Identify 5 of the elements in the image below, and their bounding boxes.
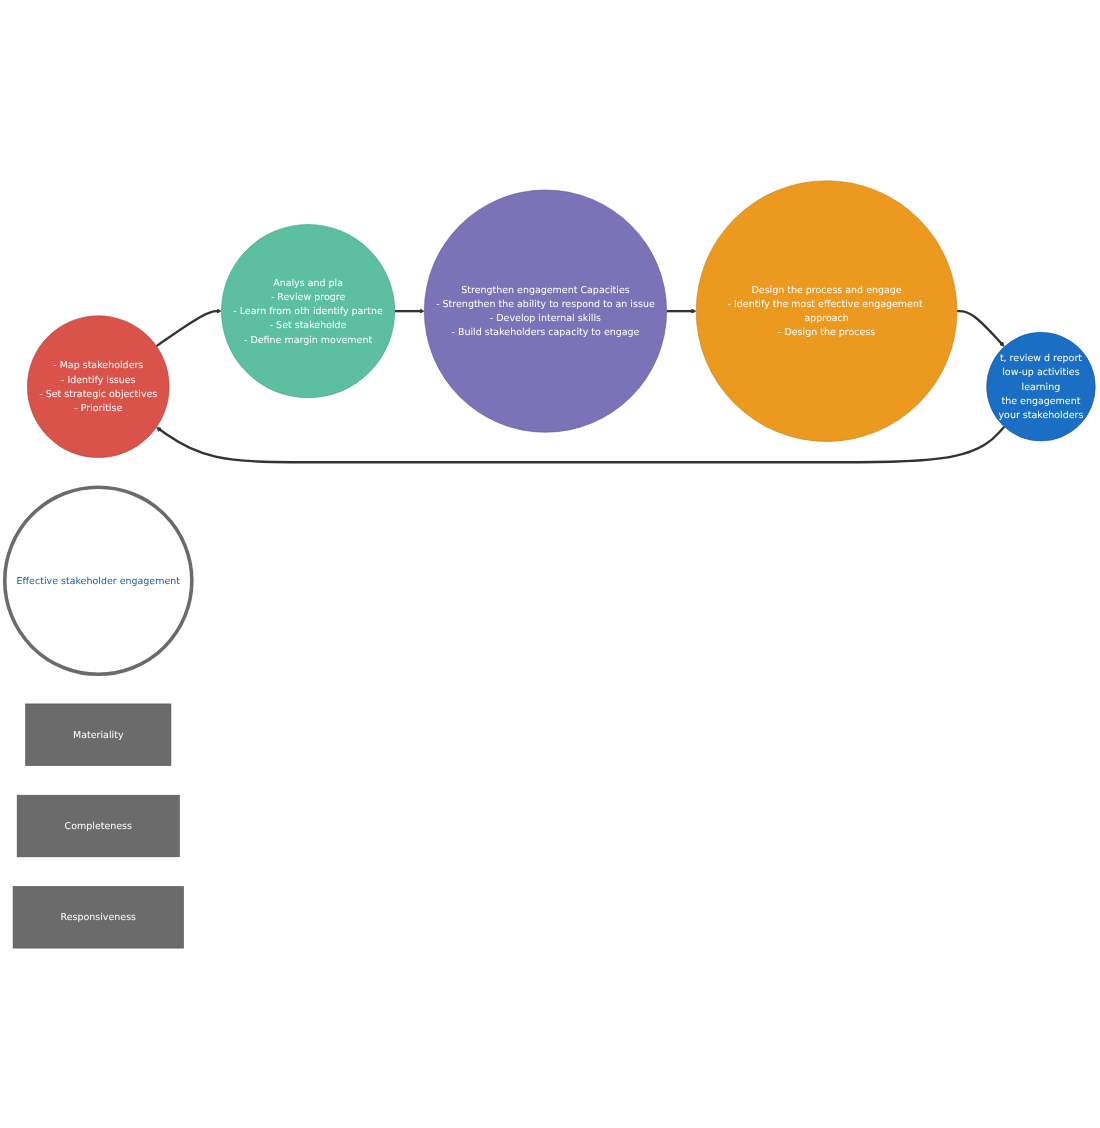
- arrow: [666, 308, 697, 314]
- arrow: [957, 309, 1005, 347]
- arrow: [155, 308, 222, 347]
- arrow: [394, 308, 425, 314]
- arrow: [156, 425, 1006, 463]
